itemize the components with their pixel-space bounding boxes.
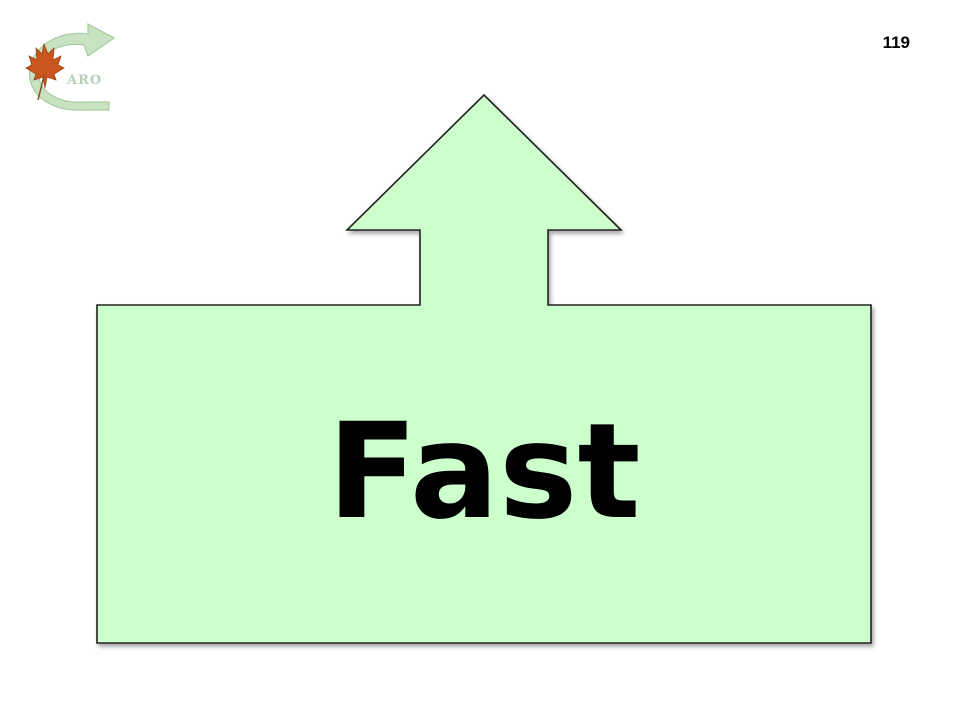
logo: ARO bbox=[14, 12, 126, 116]
fast-label: Fast bbox=[327, 395, 641, 549]
page-number: 119 bbox=[882, 33, 910, 52]
arrow-callout-body bbox=[96, 93, 872, 644]
maple-leaf-circular-arrow-icon bbox=[25, 22, 116, 111]
logo-text: ARO bbox=[67, 73, 103, 88]
